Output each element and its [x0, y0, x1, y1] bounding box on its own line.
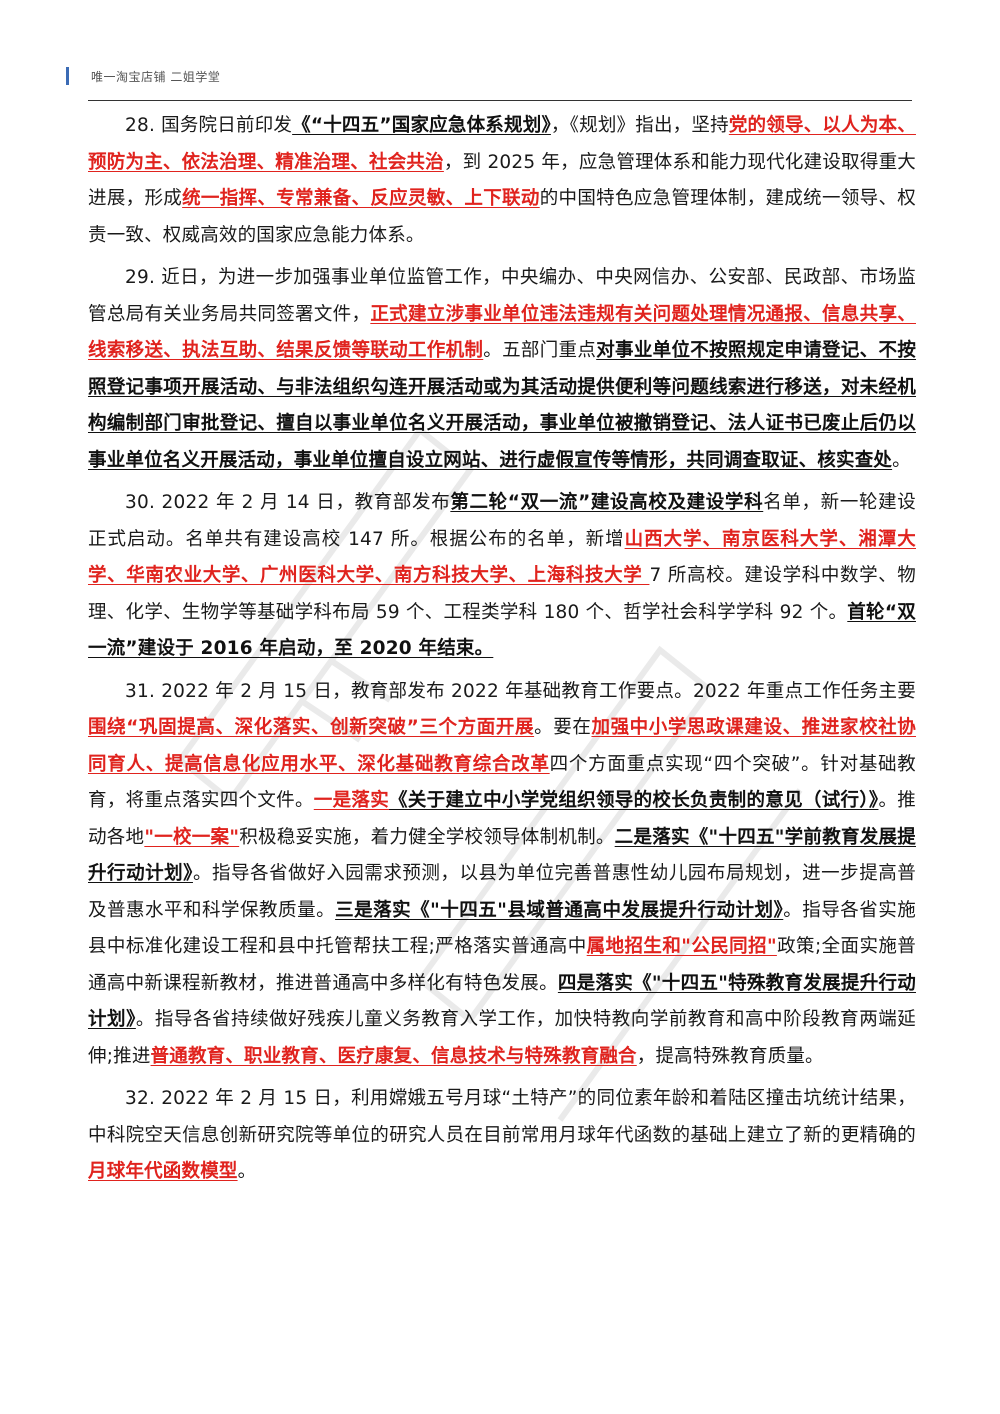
body-text: 名单，新一轮建设正式启动。名单共有建设高校 147 所。根据公布的名单，新增	[88, 492, 916, 550]
body-text: 。	[237, 1161, 257, 1182]
highlight-bold-text: 四是落实《"十四五"特殊教育发展提升行动计划》	[88, 972, 916, 1031]
body-text: 。五部门重点	[483, 340, 597, 361]
header-divider	[88, 100, 912, 101]
body-text: 31. 2022 年 2 月 15 日，教育部发布 2022 年基础教育工作要点…	[125, 680, 916, 702]
body-text: 的中国特色应急管理体制，建成统一领导、权责一致、权威高效的国家应急能力体系。	[88, 188, 916, 246]
body-text: 四个方面重点实现“四个突破”。针对基础教育，将重点落实四个文件。	[88, 753, 916, 812]
body-text: 。指导各省实施县中标准化建设工程和县中托管帮扶工程;严格落实普通高中	[88, 899, 917, 958]
body-text: 7 所高校。建设学科中数学、物理、化学、生物学等基础学科布局 59 个、工程类学…	[88, 565, 916, 623]
body-text: 。指导各省做好入园需求预测，以县为单位完善普惠性幼儿园布局规划，进一步提高普及普…	[88, 863, 916, 921]
body-text: 积极稳妥实施，着力健全学校领导体制机制。	[239, 826, 615, 848]
highlight-bold-text: 《“十四五”国家应急体系规划》	[292, 115, 551, 136]
body-text: ，提高特殊教育质量。	[636, 1045, 824, 1067]
body-text: ，《规划》指出，坚持	[550, 115, 729, 136]
news-paragraph: 32. 2022 年 2 月 15 日，利用嫦娥五号月球“土特产”的同位素年龄和…	[88, 1081, 916, 1191]
body-text: 。推动各地	[88, 790, 916, 848]
body-text: 30. 2022 年 2 月 14 日，教育部发布	[125, 492, 451, 513]
highlight-red-text: 党的领导、以人为本、预防为主、依法治理、精准治理、社会共治	[88, 115, 916, 173]
page-header: 唯一淘宝店铺 二姐学堂	[66, 66, 220, 86]
body-text: 28. 国务院日前印发	[125, 115, 293, 136]
news-paragraph: 30. 2022 年 2 月 14 日，教育部发布第二轮“双一流”建设高校及建设…	[88, 485, 916, 668]
highlight-red-text: 普通教育、职业教育、医疗康复、信息技术与特殊教育融合	[150, 1045, 637, 1067]
body-text: 。指导各省持续做好残疾儿童义务教育入学工作，加快特教向学前教育和高中阶段教育两端…	[88, 1009, 916, 1067]
highlight-red-text: 加强中小学思政课建设、推进家校社协同育人、提高信息化应用水平、深化基础教育综合改…	[88, 717, 917, 775]
highlight-red-text: 一是落实	[313, 790, 390, 811]
highlight-red-text: 统一指挥、专常兼备、反应灵敏、上下联动	[182, 188, 540, 209]
highlight-red-text: 山西大学、南京医科大学、湘潭大学、华南农业大学、广州医科大学、南方科技大学、上海…	[88, 528, 916, 587]
body-text: 。要在	[534, 717, 592, 738]
highlight-red-text: 月球年代函数模型	[88, 1161, 238, 1182]
highlight-bold-text: 二是落实《"十四五"学前教育发展提升行动计划》	[88, 826, 916, 885]
body-text: 政策;全面实施普通高中新课程新教材，推进普通高中多样化有特色发展。	[88, 936, 916, 994]
highlight-bold-text: 三是落实《"十四五"县域普通高中发展提升行动计划》	[335, 899, 784, 921]
body-text: 29. 近日，为进一步加强事业单位监管工作，中央编办、中央网信办、公安部、民政部…	[88, 267, 916, 325]
highlight-red-text: 正式建立涉事业单位违法违规有关问题处理情况通报、信息共享、线索移送、执法互助、结…	[88, 303, 916, 362]
body-text: ，到 2025 年，应急管理体系和能力现代化建设取得重大进展，形成	[88, 151, 916, 210]
body-text: 。	[892, 449, 911, 471]
highlight-red-text: 围绕“巩固提高、深化落实、创新突破”三个方面开展	[88, 717, 535, 738]
highlight-bold-text: 《关于建立中小学党组织领导的校长负责制的意见（试行）》	[389, 790, 879, 811]
news-paragraph: 31. 2022 年 2 月 15 日，教育部发布 2022 年基础教育工作要点…	[88, 674, 916, 1076]
document-body: 28. 国务院日前印发《“十四五”国家应急体系规划》，《规划》指出，坚持党的领导…	[88, 108, 916, 1197]
news-paragraph: 29. 近日，为进一步加强事业单位监管工作，中央编办、中央网信办、公安部、民政部…	[88, 260, 916, 479]
highlight-bold-text: 首轮“双一流”建设于 2016 年启动，至 2020 年结束。	[88, 601, 916, 660]
highlight-bold-text: 对事业单位不按照规定申请登记、不按照登记事项开展活动、与非法组织勾连开展活动或为…	[88, 340, 917, 471]
header-accent-bar	[66, 67, 69, 85]
header-shop-name: 唯一淘宝店铺 二姐学堂	[91, 69, 221, 84]
news-paragraph: 28. 国务院日前印发《“十四五”国家应急体系规划》，《规划》指出，坚持党的领导…	[88, 108, 916, 254]
highlight-red-text: "一校一案"	[144, 826, 240, 848]
highlight-bold-text: 第二轮“双一流”建设高校及建设学科	[450, 492, 764, 513]
body-text: 32. 2022 年 2 月 15 日，利用嫦娥五号月球“土特产”的同位素年龄和…	[88, 1088, 916, 1146]
highlight-red-text: 属地招生和"公民同招"	[586, 936, 777, 957]
